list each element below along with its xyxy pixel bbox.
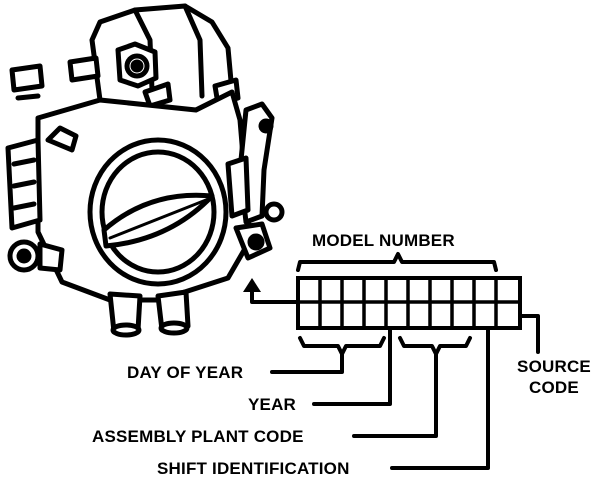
shift-identification-leader [390,328,490,470]
year-leader [312,328,392,406]
assembly-plant-leader [352,352,438,438]
source-code-label: SOURCE CODE [508,358,600,396]
assembly-plant-brace [398,336,472,356]
throttle-body-illustration [5,3,285,338]
model-number-label: MODEL NUMBER [312,231,455,250]
assembly-plant-code-label: ASSEMBLY PLANT CODE [92,427,304,446]
source-code-line2: CODE [529,378,579,397]
leader-lines [250,252,540,470]
grid-to-body-arrow-line [250,288,300,304]
arrow-head [243,278,261,292]
source-code-line1: SOURCE [517,357,591,376]
shift-identification-label: SHIFT IDENTIFICATION [157,459,350,478]
day-of-year-brace [298,336,386,356]
year-label: YEAR [248,395,297,414]
model-number-brace [296,252,498,272]
source-code-leader [518,314,540,354]
label-code-grid [296,276,522,330]
day-of-year-label: DAY OF YEAR [127,363,244,382]
day-of-year-leader [270,352,344,374]
